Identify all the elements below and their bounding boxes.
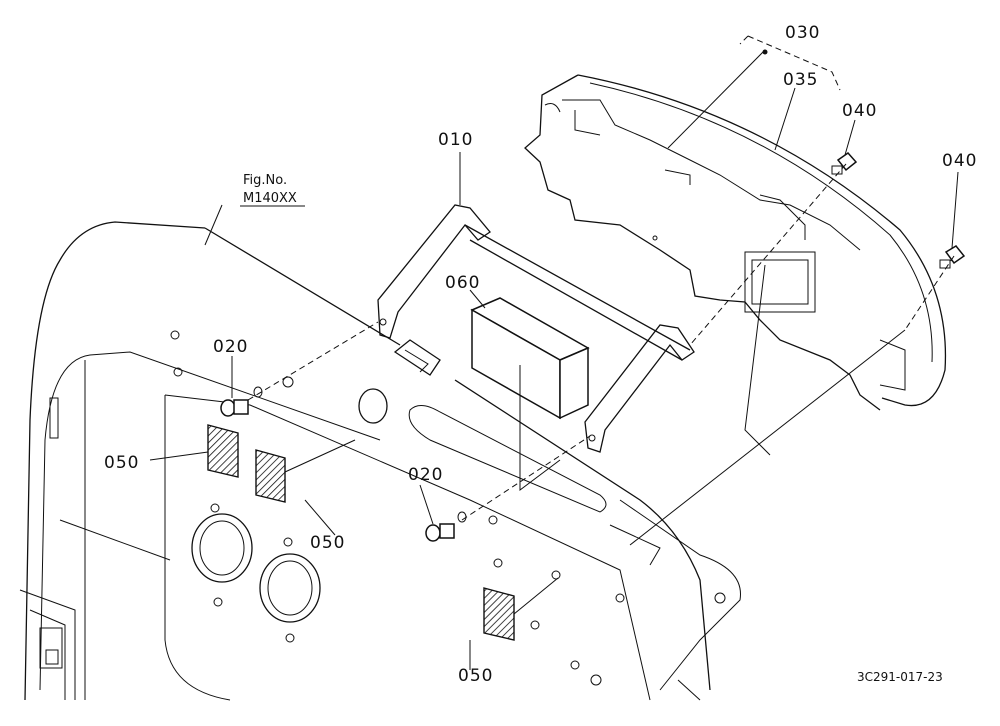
callout-020-lower: 020 bbox=[408, 465, 443, 485]
callout-050-b: 050 bbox=[310, 533, 345, 553]
pad-050-a bbox=[207, 424, 239, 478]
screw-020-lower bbox=[425, 511, 467, 542]
callout-040-a: 040 bbox=[842, 101, 877, 121]
screw-040-b bbox=[939, 245, 966, 269]
callout-035: 035 bbox=[783, 70, 818, 90]
callout-050-c: 050 bbox=[458, 666, 493, 686]
grommet-left bbox=[393, 339, 441, 376]
meter-cluster bbox=[524, 74, 947, 411]
electronic-module bbox=[470, 297, 590, 420]
callout-010: 010 bbox=[438, 130, 473, 150]
screw-040-a bbox=[831, 152, 858, 175]
figure-ref-line1: Fig.No. bbox=[243, 173, 287, 188]
meter-bracket bbox=[377, 204, 695, 453]
callout-050-a: 050 bbox=[104, 453, 139, 473]
assembly-lines bbox=[247, 163, 955, 546]
leader-dot bbox=[762, 49, 768, 55]
screw-020-upper bbox=[220, 386, 263, 417]
pad-050-b bbox=[255, 449, 286, 503]
figure-ref-line2: M140XX bbox=[243, 191, 297, 206]
pad-050-c bbox=[483, 587, 515, 641]
drawing-id: 3C291-017-23 bbox=[857, 670, 943, 684]
leader-lines bbox=[149, 35, 959, 670]
callout-060: 060 bbox=[445, 273, 480, 293]
callout-030: 030 bbox=[785, 23, 820, 43]
callout-040-b: 040 bbox=[942, 151, 977, 171]
callout-020-upper: 020 bbox=[213, 337, 248, 357]
instrument-panel bbox=[19, 221, 741, 701]
